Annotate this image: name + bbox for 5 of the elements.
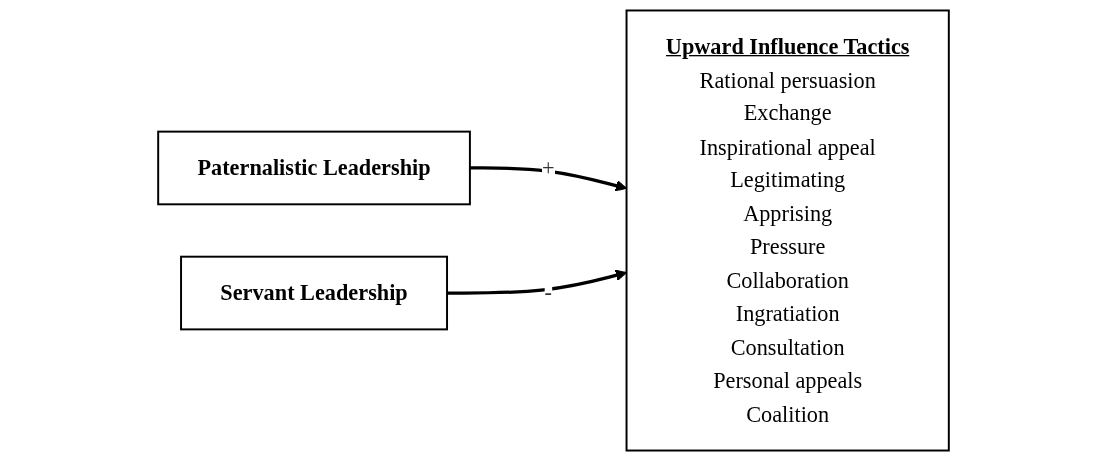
node-box: Paternalistic Leadership [157, 130, 471, 206]
node-box: Upward Influence Tactics Rational persuasion Exchange Inspirational appeal Legitimating Apprising Pressure Collaboration Ingratiation Consultation Personal appeals Coalition [625, 9, 950, 452]
edge-label: - [544, 280, 552, 306]
node-box: Servant Leadership [180, 255, 449, 331]
edge-label: + [541, 155, 555, 181]
